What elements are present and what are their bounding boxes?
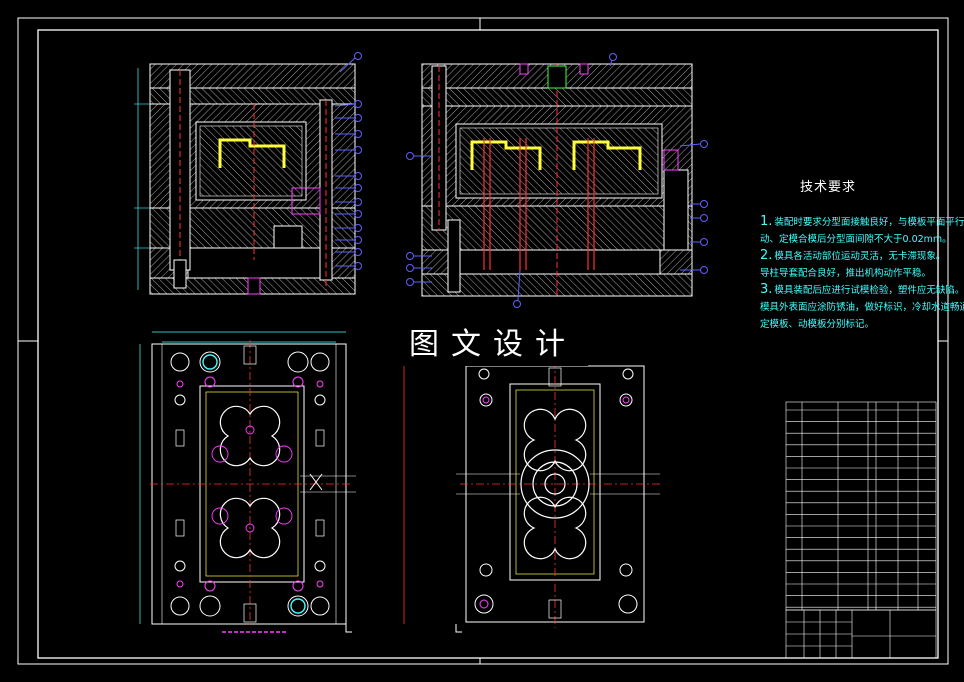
technical-requirement-item: 2.模具各活动部位运动灵活，无卡滞现象。 (760, 248, 945, 263)
watermark-title: 图文设计 (398, 324, 588, 366)
technical-requirement-item: 导柱导套配合良好，推出机构动作平稳。 (760, 265, 931, 279)
section-view-right (406, 53, 708, 308)
plan-view-left (139, 331, 356, 633)
technical-requirements-title: 技术要求 (800, 180, 857, 195)
requirement-number: 2. (760, 248, 773, 263)
technical-requirement-item: 定模板、动模板分别标记。 (760, 316, 874, 330)
title-block (785, 609, 937, 659)
requirement-text: 模具外表面应涂防锈油，做好标识，冷却水道畅通无渗漏。 (760, 302, 964, 313)
section-view-left (134, 52, 362, 295)
bill-of-materials (785, 401, 937, 611)
technical-requirement-item: 模具外表面应涂防锈油，做好标识，冷却水道畅通无渗漏。 (760, 299, 964, 313)
requirement-number: 1. (760, 214, 773, 229)
requirement-text: 模具各活动部位运动灵活，无卡滞现象。 (774, 251, 946, 262)
requirement-text: 模具装配后应进行试模检验，塑件应无缺陷。 (774, 285, 964, 296)
drawing-frame (17, 17, 949, 665)
requirement-text: 装配时要求分型面接触良好，与模板平面平行。 (774, 217, 964, 228)
technical-requirement-item: 1.装配时要求分型面接触良好，与模板平面平行。 (760, 214, 964, 229)
requirement-text: 动、定模合模后分型面间隙不大于0.02mm。 (760, 234, 952, 245)
technical-requirement-item: 3.模具装配后应进行试模检验，塑件应无缺陷。 (760, 282, 964, 297)
requirement-number: 3. (760, 282, 773, 297)
plan-view-right (403, 360, 660, 633)
requirement-text: 定模板、动模板分别标记。 (760, 319, 875, 330)
requirement-text: 导柱导套配合良好，推出机构动作平稳。 (760, 268, 932, 279)
technical-requirement-item: 动、定模合模后分型面间隙不大于0.02mm。 (760, 231, 952, 245)
